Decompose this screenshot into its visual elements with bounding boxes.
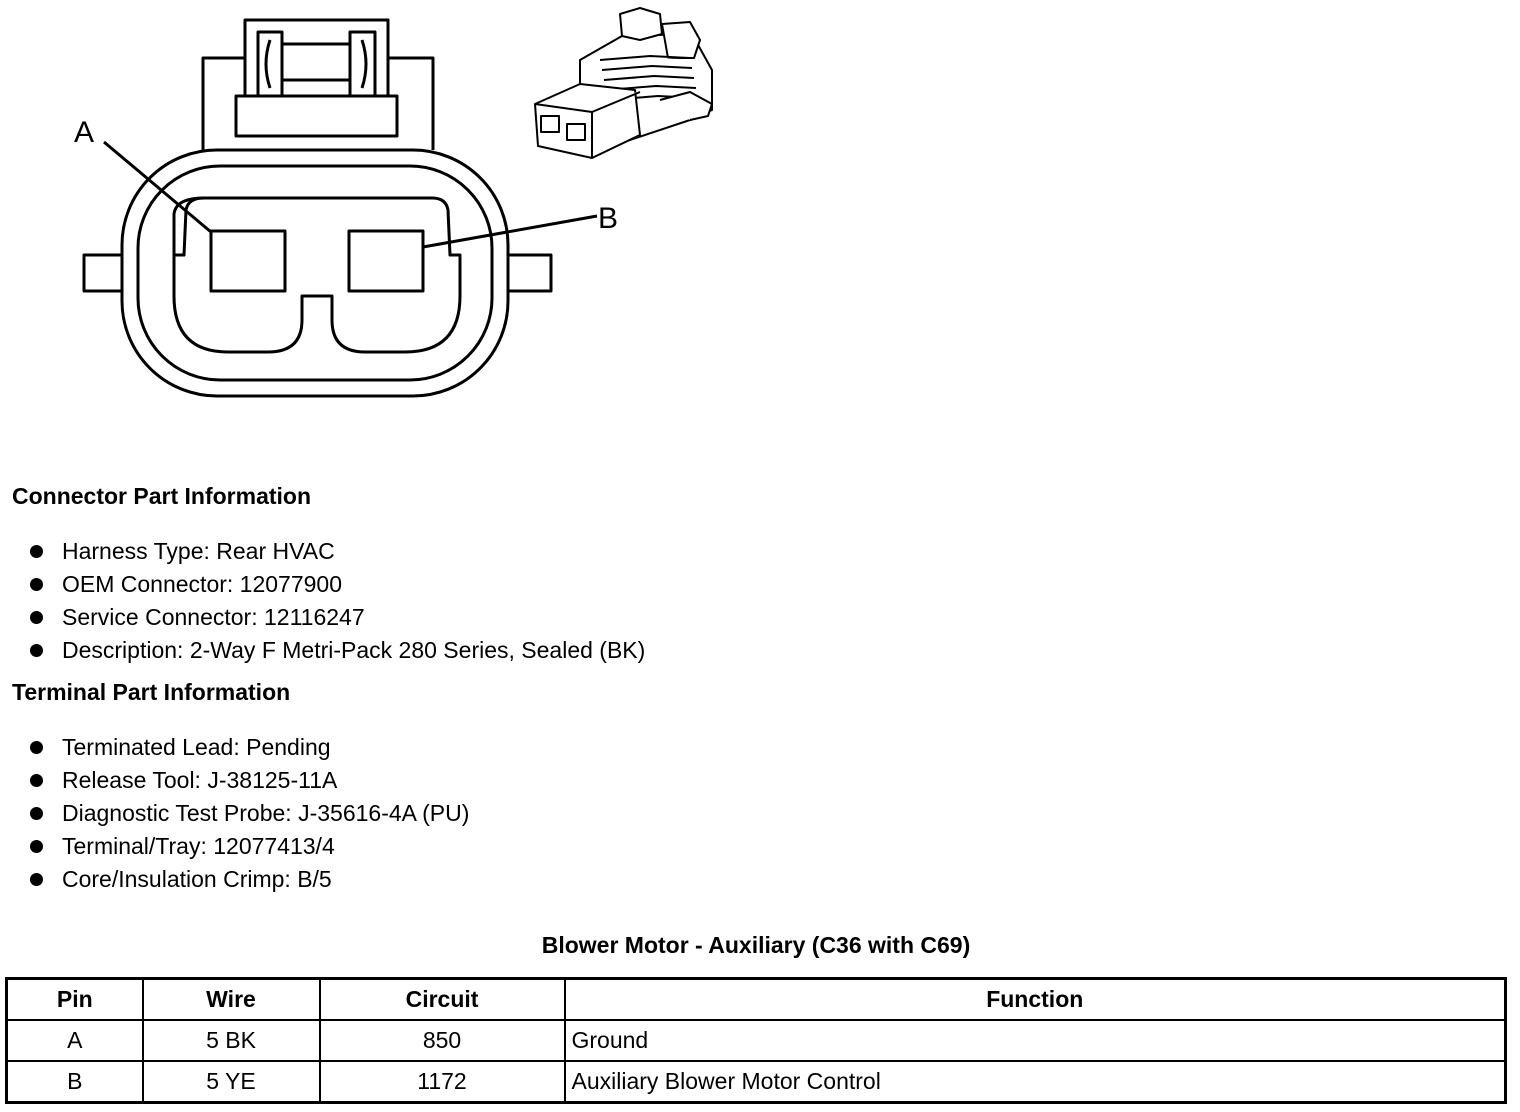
terminal-info-list: Terminated Lead: Pending Release Tool: J… [28,731,469,896]
list-item: Service Connector: 12116247 [28,601,645,634]
terminal-cavity-a [209,229,287,293]
column-header-pin: Pin [5,977,144,1021]
pin-label-a: A [74,116,94,149]
column-header-wire: Wire [141,977,321,1021]
pinout-table: Pin Wire Circuit Function A 5 BK 850 Gro… [5,977,1507,1104]
list-item: Core/Insulation Crimp: B/5 [28,863,469,896]
lock-tab-upper [243,58,390,96]
column-header-circuit: Circuit [318,977,566,1021]
cell-wire: 5 YE [141,1060,321,1104]
connector-3d-thumbnail [534,7,713,159]
terminal-cavity-b [347,229,425,293]
leader-line-a [103,140,212,234]
list-item: Diagnostic Test Probe: J-35616-4A (PU) [28,797,469,830]
connector-diagram: A B [74,7,713,398]
connector-info-heading: Connector Part Information [12,483,312,509]
right-ear [505,253,553,293]
bullet-icon [30,873,43,886]
bullet-icon [30,807,43,820]
table-header-row: Pin Wire Circuit Function [5,977,1507,1021]
connector-outer-shell [120,148,510,398]
list-item: Terminal/Tray: 12077413/4 [28,830,469,863]
cell-pin: B [5,1060,144,1104]
lock-tab-lower [234,94,399,138]
connector-info-list: Harness Type: Rear HVAC OEM Connector: 1… [28,535,645,667]
bullet-icon [30,578,43,591]
lock-tab-housing [201,18,435,150]
table-title: Blower Motor - Auxiliary (C36 with C69) [541,932,971,958]
terminal-cavity-outline [172,196,462,354]
bullet-icon [30,611,43,624]
bullet-icon [30,741,43,754]
terminal-info-heading: Terminal Part Information [12,679,291,705]
list-item: Description: 2-Way F Metri-Pack 280 Seri… [28,634,645,667]
table-row: B 5 YE 1172 Auxiliary Blower Motor Contr… [5,1060,1507,1104]
list-item: OEM Connector: 12077900 [28,568,645,601]
leader-line-b [422,214,598,249]
column-header-function: Function [563,977,1507,1021]
cell-function: Ground [563,1019,1507,1062]
cell-pin: A [5,1019,144,1062]
list-item: Release Tool: J-38125-11A [28,764,469,797]
bullet-icon [30,545,43,558]
cell-function: Auxiliary Blower Motor Control [563,1060,1507,1104]
cell-circuit: 850 [318,1019,566,1062]
pin-label-b: B [598,202,618,235]
bullet-icon [30,840,43,853]
connector-inner-shell [136,164,494,382]
cell-circuit: 1172 [318,1060,566,1104]
list-item: Terminated Lead: Pending [28,731,469,764]
bullet-icon [30,644,43,657]
table-row: A 5 BK 850 Ground [5,1019,1507,1062]
bullet-icon [30,774,43,787]
cell-wire: 5 BK [141,1019,321,1062]
list-item: Harness Type: Rear HVAC [28,535,645,568]
